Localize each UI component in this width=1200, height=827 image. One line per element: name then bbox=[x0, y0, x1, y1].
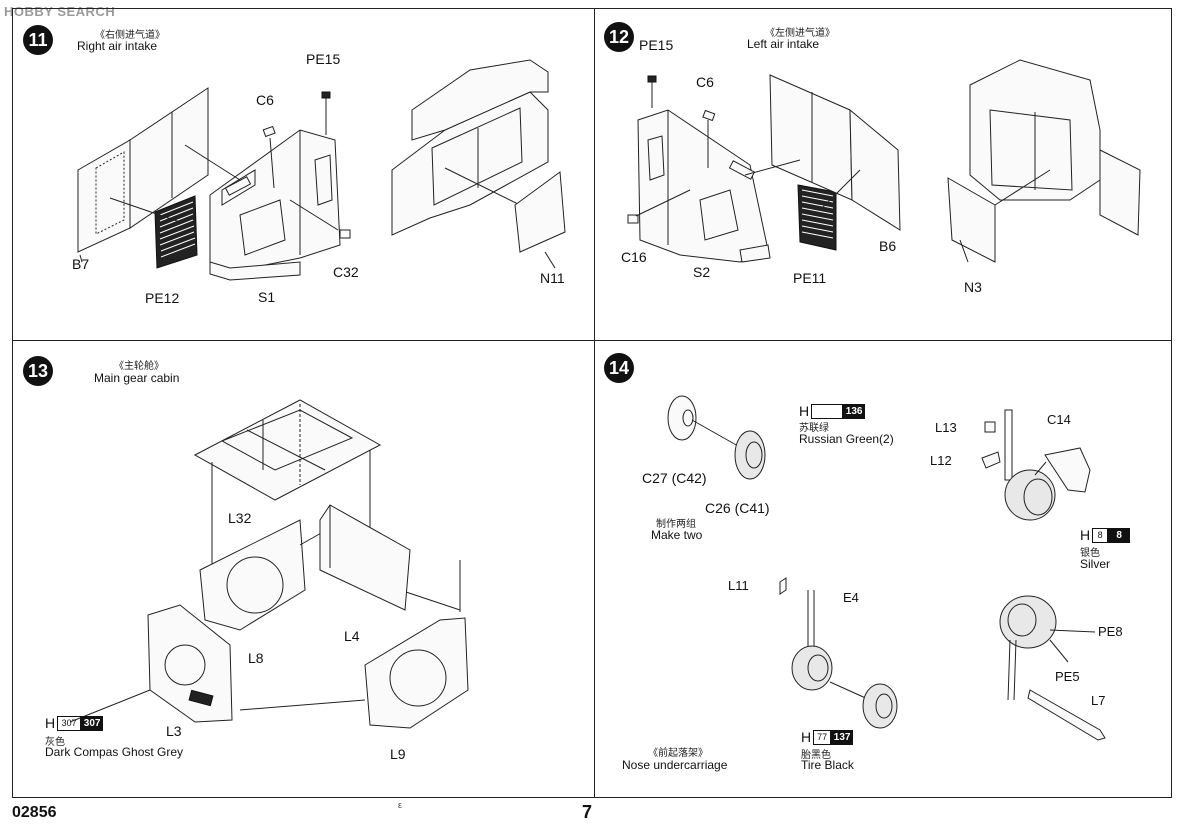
part-label-l9: L9 bbox=[390, 746, 406, 762]
step-11-badge: 11 bbox=[23, 25, 53, 55]
watermark: HOBBY SEARCH bbox=[4, 4, 116, 19]
paint-name-en: Dark Compas Ghost Grey bbox=[45, 745, 184, 759]
paint-code-tire: H 77 137 bbox=[801, 729, 854, 745]
paint-code-dark: 136 bbox=[843, 403, 866, 419]
part-label-n3: N3 bbox=[964, 279, 982, 295]
paint-silver-en: Silver bbox=[1080, 557, 1111, 571]
paint-silver-cn: 银色 bbox=[1080, 548, 1100, 559]
paint-code-dark: 8 bbox=[1108, 527, 1131, 543]
step-14-badge: 14 bbox=[604, 353, 634, 383]
step11-drawing bbox=[78, 60, 565, 280]
paint-code-light: 77 bbox=[813, 729, 832, 745]
part-label-c27: C27 (C42) bbox=[642, 470, 707, 486]
part-label-c6: C6 bbox=[256, 92, 274, 108]
part-label-pe5: PE5 bbox=[1055, 669, 1080, 684]
part-label-e4: E4 bbox=[843, 590, 859, 605]
footer-mark: ε bbox=[398, 800, 403, 810]
part-label-c26: C26 (C41) bbox=[705, 500, 770, 516]
step-11-title-cn: 《右侧进气道》 bbox=[95, 30, 165, 41]
part-label-l7: L7 bbox=[1091, 693, 1106, 708]
nose-title-cn: 《前起落架》 bbox=[648, 748, 708, 759]
product-code: 02856 bbox=[12, 804, 57, 821]
part-label-s2: S2 bbox=[693, 264, 711, 280]
paint-code-dark: 307 bbox=[81, 715, 104, 731]
paint-green-en: Russian Green(2) bbox=[799, 432, 894, 446]
paint-code-light: 307 bbox=[57, 715, 82, 731]
paint-code-silver: H 8 8 bbox=[1080, 527, 1131, 543]
part-label-b7: B7 bbox=[72, 256, 90, 272]
step-13-title-en: Main gear cabin bbox=[94, 371, 180, 385]
part-label-l11: L11 bbox=[728, 578, 749, 593]
part-label-l4: L4 bbox=[344, 628, 360, 644]
horizontal-divider bbox=[12, 340, 1172, 341]
paint-code-light bbox=[811, 403, 844, 419]
paint-h-letter: H bbox=[45, 715, 56, 731]
part-label-s1: S1 bbox=[258, 289, 276, 305]
step-11-title-en: Right air intake bbox=[77, 39, 158, 53]
paint-tire-cn: 胎黑色 bbox=[801, 750, 831, 761]
paint-code-grey: H 307 307 bbox=[45, 715, 104, 731]
paint-green-cn: 苏联绿 bbox=[799, 423, 829, 434]
part-label-l12: L12 bbox=[930, 453, 952, 468]
part-label-l3: L3 bbox=[166, 723, 182, 739]
part-label-c6-left: C6 bbox=[696, 74, 714, 90]
part-label-pe15: PE15 bbox=[306, 51, 341, 67]
step14-drawing bbox=[668, 396, 1105, 740]
make-two-en: Make two bbox=[651, 528, 703, 542]
paint-tire-en: Tire Black bbox=[801, 758, 854, 772]
step13-drawing bbox=[70, 400, 468, 728]
paint-code-dark: 137 bbox=[831, 729, 854, 745]
paint-code-light: 8 bbox=[1092, 527, 1109, 543]
paint-name-cn: 灰色 bbox=[45, 737, 65, 748]
step-12-title-cn: 《左侧进气道》 bbox=[765, 28, 835, 39]
part-label-l8: L8 bbox=[248, 650, 264, 666]
part-label-n11: N11 bbox=[540, 270, 565, 286]
paint-h-letter: H bbox=[799, 403, 810, 419]
step-12-title-en: Left air intake bbox=[747, 37, 820, 51]
paint-h-letter: H bbox=[801, 729, 812, 745]
step12-drawing bbox=[628, 60, 1140, 262]
nose-title-en: Nose undercarriage bbox=[622, 758, 728, 772]
page-frame bbox=[12, 8, 1172, 798]
part-label-pe12: PE12 bbox=[145, 290, 180, 306]
part-label-pe8: PE8 bbox=[1098, 624, 1123, 639]
step-13-badge: 13 bbox=[23, 356, 53, 386]
make-two-cn: 制作两组 bbox=[656, 519, 696, 530]
part-label-l13: L13 bbox=[935, 420, 957, 435]
part-label-pe15-left: PE15 bbox=[639, 37, 674, 53]
vertical-divider bbox=[594, 8, 595, 798]
part-label-b6: B6 bbox=[879, 238, 897, 254]
part-label-pe11: PE11 bbox=[793, 270, 827, 286]
part-label-l32: L32 bbox=[228, 510, 252, 526]
part-label-c14: C14 bbox=[1047, 412, 1071, 427]
paint-h-letter: H bbox=[1080, 527, 1091, 543]
page-number: 7 bbox=[582, 802, 593, 822]
step-13-title-cn: 《主轮舱》 bbox=[114, 361, 164, 372]
part-label-c16: C16 bbox=[621, 249, 647, 265]
step-12-badge: 12 bbox=[604, 22, 634, 52]
paint-code-green: H 136 bbox=[799, 403, 866, 419]
part-label-c32: C32 bbox=[333, 264, 359, 280]
